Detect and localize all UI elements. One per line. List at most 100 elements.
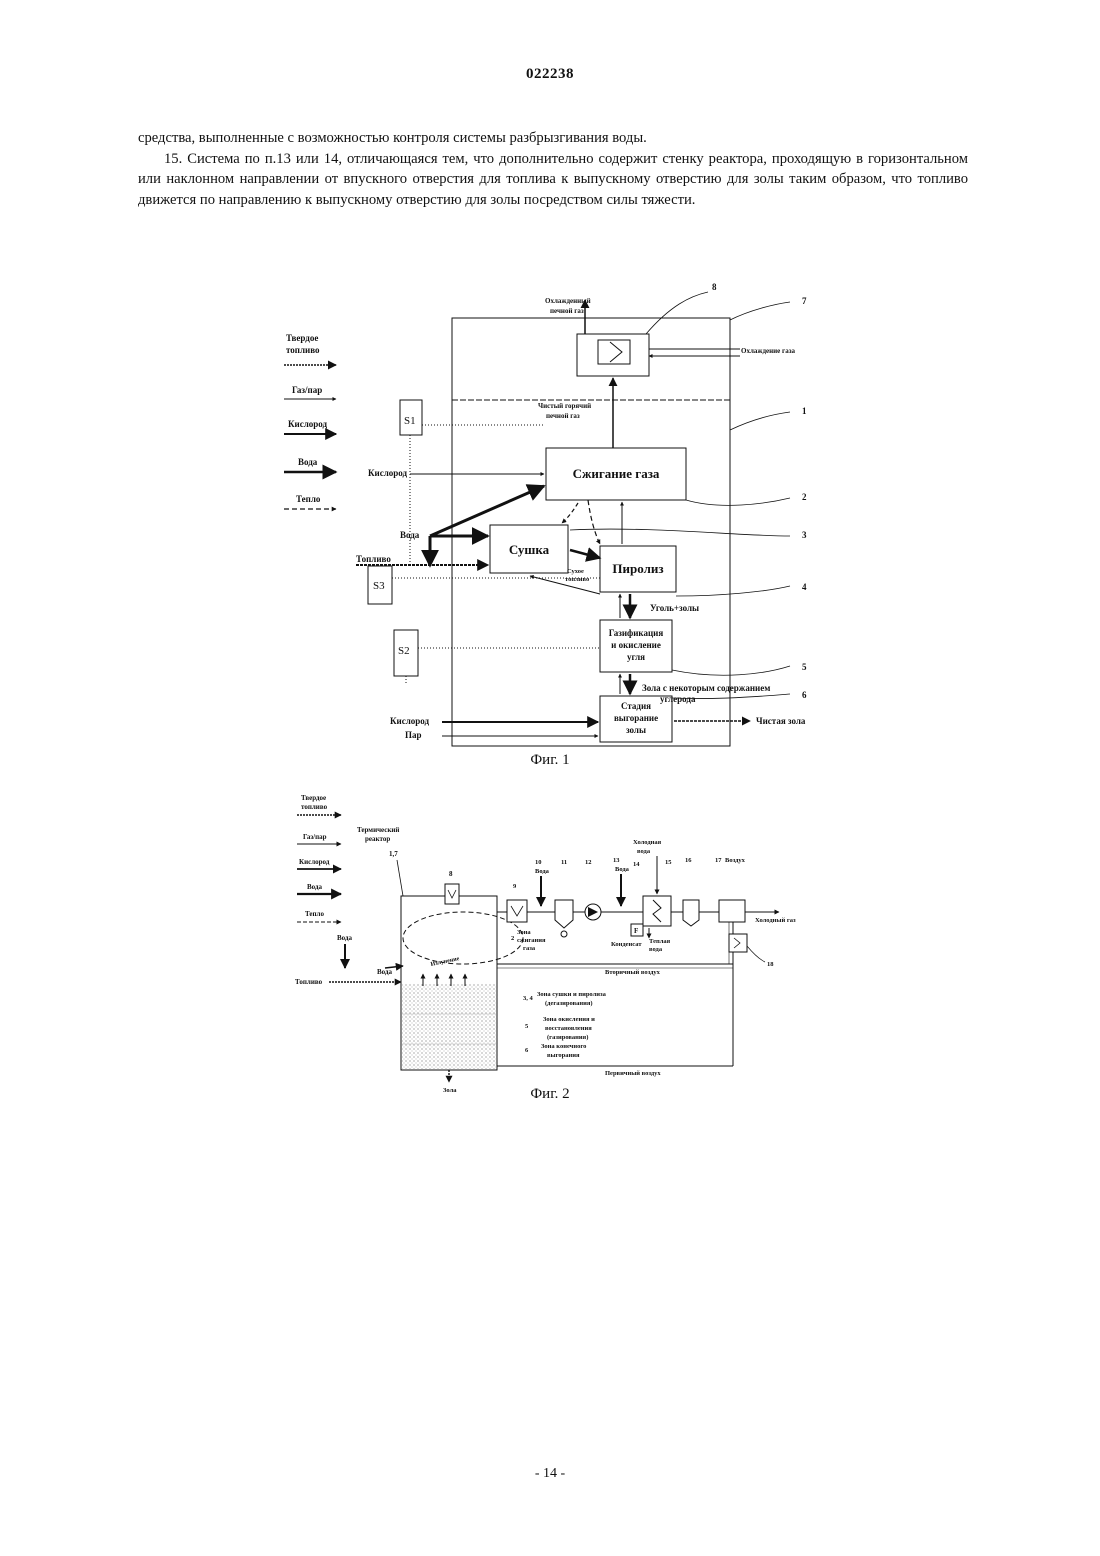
zone6-label-2: выгорания (547, 1052, 580, 1059)
label-dry-fuel-1: Сухое (567, 568, 584, 575)
ref-5: 5 (802, 662, 807, 672)
ref-14: 14 (633, 861, 640, 868)
block-gasification-2: и окисление (611, 640, 661, 650)
label-gas-cooling: Охлаждение газа (741, 347, 796, 355)
label-warm-water-2: вода (649, 946, 663, 953)
ref-13: 13 (613, 857, 620, 864)
ref-18: 18 (767, 961, 774, 968)
ref-6: 6 (802, 690, 807, 700)
label-cooled-gas-2: печной газ (550, 307, 584, 315)
label-primary-air: Первичный воздух (605, 1070, 661, 1077)
ref-12: 12 (585, 859, 592, 866)
label-steam-bottom: Пар (405, 730, 422, 740)
label-fuel: Топливо (295, 978, 323, 986)
page-number: - 14 - (0, 1466, 1100, 1482)
paragraph-claim-15: 15. Система по п.13 или 14, отличающаяся… (138, 149, 968, 211)
block-pyrolysis: Пиролиз (612, 561, 663, 576)
label-cold-water-1: Холодная (633, 839, 662, 846)
legend2-heat: Тепло (305, 910, 324, 918)
ref-10: 10 (535, 859, 542, 866)
label-air-17: Воздух (725, 857, 746, 864)
label-cold-water-2: вода (637, 848, 651, 855)
legend2-water: Вода (307, 883, 323, 891)
zone5-label-1: Зона окисления и (543, 1016, 595, 1023)
figure-2-diagram: Твердое топливо Газ/пар Кислород Вода Те… (285, 788, 805, 1098)
legend-solid-fuel-1: Твердое (286, 333, 318, 343)
zone6-label-1: Зона конечного (541, 1043, 586, 1050)
label-fuel-in: Топливо (356, 554, 391, 564)
zone5-label-2: восстановления (545, 1025, 592, 1032)
document-number: 022238 (0, 66, 1100, 83)
legend-solid-fuel-2: топливо (286, 345, 320, 355)
ref-8-fig2: 8 (449, 870, 453, 878)
label-water-in: Вода (400, 530, 420, 540)
block-gasification-3: угля (627, 652, 645, 662)
zone5-label-3: (газирования) (547, 1034, 588, 1041)
sensor-s1: S1 (404, 415, 416, 427)
zone2-label-1: Зона (517, 929, 531, 936)
label-warm-water-1: Теплая (649, 938, 671, 945)
ref-1-7: 1,7 (389, 850, 398, 858)
ref-7: 7 (802, 296, 807, 306)
sensor-s3: S3 (373, 580, 385, 592)
label-thermal-reactor-1: Термический (357, 826, 399, 834)
label-water-13: Вода (615, 866, 630, 873)
legend-heat: Тепло (296, 494, 321, 504)
zone34-num: 3, 4 (523, 995, 534, 1002)
ref-8: 8 (712, 282, 717, 292)
paragraph-1: средства, выполненные с возможностью кон… (138, 128, 968, 149)
label-ash-carbon-2: углерода (660, 694, 696, 704)
legend2-solid-fuel-1: Твердое (301, 794, 326, 802)
ref-3: 3 (802, 530, 807, 540)
label-water-spray: Вода (377, 968, 393, 976)
label-clean-ash: Чистая зола (756, 716, 806, 726)
block-burnout-1: Стадия (621, 701, 651, 711)
label-ash-carbon-1: Зола с некоторым содержанием (642, 683, 770, 693)
legend2-gas-steam: Газ/пар (303, 833, 327, 841)
ref-15: 15 (665, 859, 672, 866)
block-gas-combustion: Сжигание газа (573, 466, 660, 481)
zone34-label-1: Зона сушки и пиролиза (537, 991, 607, 998)
zone34-label-2: (дегазирования) (545, 1000, 593, 1007)
label-cold-gas: Холодный газ (755, 917, 796, 924)
zone2-label-3: газа (523, 945, 536, 952)
legend-gas-steam: Газ/пар (292, 385, 322, 395)
ref-2: 2 (802, 492, 807, 502)
label-clean-hot-gas-2: печной газ (546, 412, 580, 420)
zone2-label-2: сжигания (517, 937, 546, 944)
legend: Твердое топливо Газ/пар Кислород Вода Те… (284, 333, 336, 509)
sensor-s2: S2 (398, 645, 410, 657)
label-cooled-gas-1: Охлажденный (545, 297, 591, 305)
ref-1: 1 (802, 406, 807, 416)
zone6-num: 6 (525, 1047, 529, 1054)
figure-1-caption: Фиг. 1 (450, 752, 650, 769)
block-burnout-2: выгорание (614, 713, 658, 723)
label-condensate: Конденсат (611, 941, 642, 948)
label-oxygen-in: Кислород (368, 468, 408, 478)
legend2-oxygen: Кислород (299, 858, 330, 866)
block-drying: Сушка (509, 542, 550, 557)
ref-17: 17 (715, 857, 722, 864)
figure-2-caption: Фиг. 2 (450, 1086, 650, 1103)
label-secondary-air: Вторичный воздух (605, 969, 661, 976)
f-box-label: F (634, 927, 638, 935)
label-water-10: Вода (535, 868, 550, 875)
label-water-left: Вода (337, 934, 353, 942)
zone2-num: 2 (511, 935, 514, 942)
claims-text: средства, выполненные с возможностью кон… (138, 128, 968, 210)
block-gasification-1: Газификация (609, 628, 664, 638)
legend-2: Твердое топливо Газ/пар Кислород Вода Те… (297, 794, 341, 922)
ref-16: 16 (685, 857, 692, 864)
ref-9: 9 (513, 883, 517, 890)
label-clean-hot-gas-1: Чистый горячий (538, 402, 591, 410)
label-thermal-reactor-2: реактор (365, 835, 390, 843)
ref-4: 4 (802, 582, 807, 592)
ref-11: 11 (561, 859, 567, 866)
legend2-solid-fuel-2: топливо (301, 803, 328, 811)
legend-oxygen: Кислород (288, 419, 328, 429)
label-oxygen-bottom: Кислород (390, 716, 430, 726)
legend-water: Вода (298, 457, 318, 467)
figure-1-diagram: Твердое топливо Газ/пар Кислород Вода Те… (270, 278, 830, 748)
label-char-ash: Уголь+золы (650, 603, 699, 613)
